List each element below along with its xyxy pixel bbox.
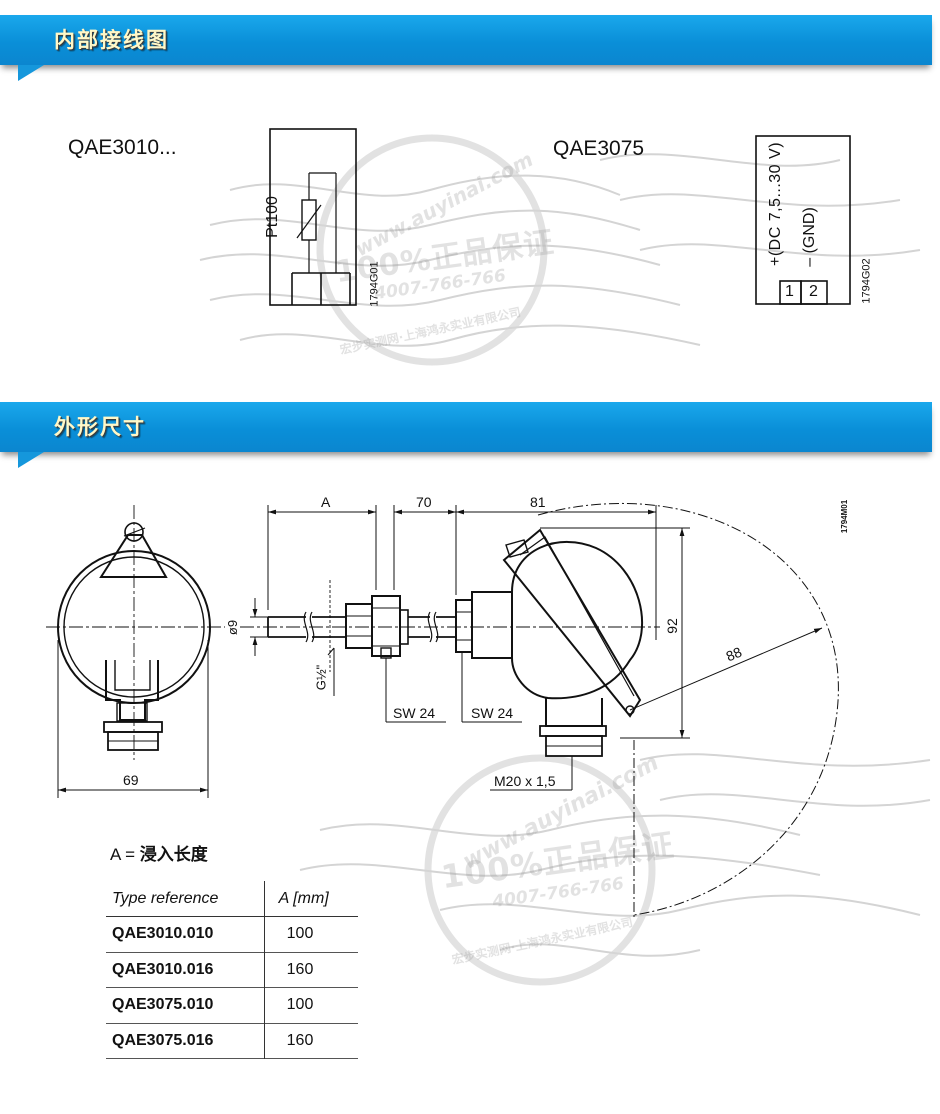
cable-gland-label: M20 x 1,5 [494,773,556,789]
column-header-a: A [mm] [263,881,358,917]
thread-label: G½" [313,664,329,691]
cell-a-value: 160 [263,952,358,988]
dim-81-label: 81 [530,494,546,510]
side-view [240,528,660,757]
cell-a-value: 100 [263,987,358,1023]
sw-left-label: SW 24 [393,705,436,721]
dim-a-label: A [321,494,331,510]
terminal-2 [800,280,828,305]
wiring-box-left [269,128,357,306]
front-view [46,505,225,760]
section-title-wiring: 内部接线图 [54,28,169,52]
column-header-type: Type reference [112,889,219,907]
banner-tab-icon [18,65,44,81]
wiring-model-right: QAE3075 [553,137,645,160]
terminal-2-label: 2 [809,283,818,300]
section-title-dimensions: 外形尺寸 [54,415,146,439]
cell-type-ref: QAE3075.010 [112,996,214,1014]
spec-table: Type reference A [mm] QAE3010.010 100 QA… [106,881,358,1059]
cell-type-ref: QAE3075.016 [112,1031,214,1049]
spec-title-text: 浸入长度 [139,845,208,864]
table-row: QAE3075.016 160 [106,1023,358,1059]
table-row: QAE3010.010 100 [106,916,358,952]
sw-right-label: SW 24 [471,705,514,721]
terminal-1-label: 1 [785,283,794,300]
dim-dia-label: ø9 [225,619,241,636]
spec-title-prefix: A = [110,845,136,864]
banner-tab-icon [18,452,44,468]
cell-a-value: 160 [263,1023,358,1059]
cell-type-ref: QAE3010.010 [112,925,214,943]
section-banner-wiring: 内部接线图 [0,15,932,65]
cell-type-ref: QAE3010.016 [112,960,214,978]
table-row: QAE3075.010 100 [106,987,358,1023]
dim-92-label: 92 [663,618,680,634]
drawing-code-dimensions: 1794M01 [840,499,850,534]
cell-a-value: 100 [263,916,358,952]
table-header-row: Type reference A [mm] [106,881,358,917]
spec-title: A = 浸入长度 [110,840,208,865]
wiring-model-left: QAE3010... [68,136,177,159]
dim-69-label: 69 [123,772,139,788]
table-row: QAE3010.016 160 [106,952,358,988]
section-banner-dimensions: 外形尺寸 [0,402,932,452]
dim-70-label: 70 [416,494,432,510]
